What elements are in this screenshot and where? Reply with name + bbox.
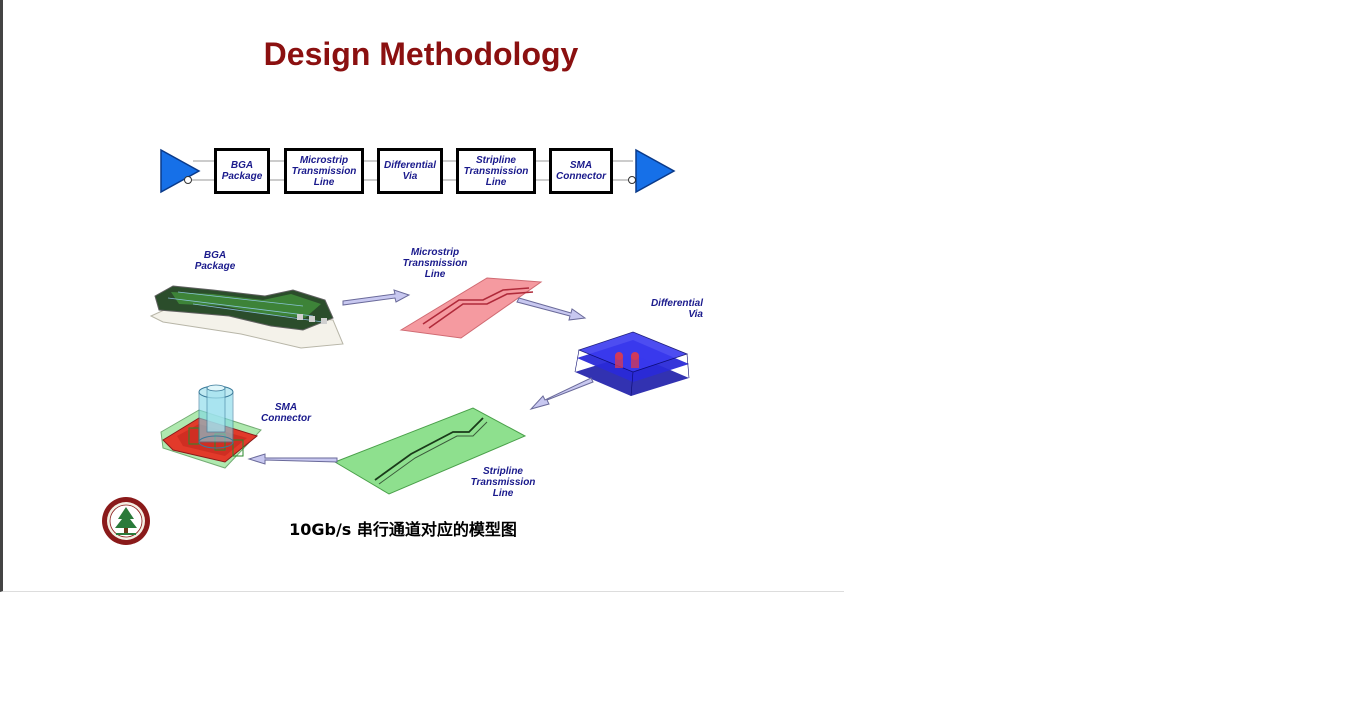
flow-block-label: Stripline Transmission Line (463, 154, 529, 188)
label-differential-via: Differential Via (650, 298, 703, 320)
label-sma-connector: SMA Connector (261, 402, 311, 424)
slide: Design Methodology (0, 0, 844, 592)
diagram-graphics (102, 148, 690, 545)
flow-block-label: BGA Package (221, 160, 263, 182)
slide-caption: 10Gb/s 串行通道对应的模型图 (289, 520, 517, 539)
label-microstrip-line: Microstrip Transmission Line (402, 247, 468, 280)
flow-block-differential-via: Differential Via (377, 148, 443, 194)
stripline-model (333, 407, 527, 495)
flow-block-label: SMA Connector (556, 160, 606, 182)
slide-title: Design Methodology (263, 36, 579, 72)
flow-block-stripline-line: Stripline Transmission Line (456, 148, 536, 194)
sma-connector-model (160, 384, 262, 469)
arrow-via-to-stripline (529, 377, 594, 410)
arrow-microstrip-to-via (516, 297, 587, 321)
microstrip-model (399, 277, 543, 339)
flow-block-label: Differential Via (383, 160, 437, 182)
flow-block-microstrip-line: Microstrip Transmission Line (284, 148, 364, 194)
label-bga-package: BGA Package (194, 250, 236, 272)
flow-block-sma-connector: SMA Connector (549, 148, 613, 194)
arrow-stripline-to-sma (247, 453, 338, 465)
university-seal-icon (102, 497, 150, 545)
flow-block-label: Microstrip Transmission Line (291, 154, 357, 188)
label-stripline-line: Stripline Transmission Line (470, 466, 536, 499)
rx-buffer-icon (628, 148, 676, 194)
flow-block-bga-package: BGA Package (214, 148, 270, 194)
differential-via-model (574, 331, 690, 397)
model-flow-arrows (247, 289, 594, 465)
tx-buffer-icon (160, 148, 201, 194)
arrow-bga-to-microstrip (342, 289, 411, 306)
bga-package-model (149, 285, 344, 349)
